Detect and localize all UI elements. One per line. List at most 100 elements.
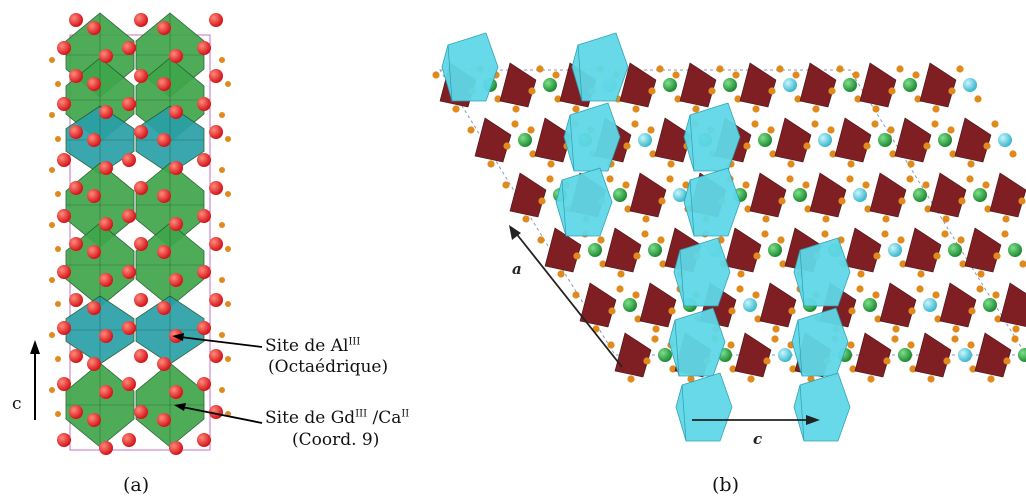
small-atom: [49, 112, 55, 118]
small-atom: [897, 236, 905, 244]
small-atom: [225, 246, 231, 252]
tetrahedron: [894, 117, 932, 163]
small-atom: [947, 126, 955, 134]
small-atom: [219, 222, 225, 228]
small-atom: [912, 71, 920, 79]
cation-atom: [793, 188, 807, 202]
oxygen-atom: [87, 77, 101, 91]
small-atom: [747, 375, 755, 383]
small-atom: [896, 65, 904, 73]
prism-polyhedron: [791, 307, 849, 377]
small-atom: [652, 325, 660, 333]
tetrahedron: [954, 117, 992, 163]
tetrahedron: [739, 62, 777, 108]
oxygen-atom: [87, 245, 101, 259]
small-atom: [687, 375, 695, 383]
oxygen-atom: [99, 441, 113, 455]
small-atom: [1018, 197, 1026, 205]
tetrahedron: [749, 172, 787, 218]
a-axis-arrow-b: [514, 231, 623, 368]
small-atom: [49, 387, 55, 393]
prism-edge: [689, 179, 695, 237]
tetrahedron: [604, 227, 642, 273]
small-atom: [873, 252, 881, 260]
small-atom: [668, 307, 676, 315]
prism-edge: [799, 249, 805, 307]
tetrahedron: [619, 62, 657, 108]
small-atom: [751, 120, 759, 128]
small-atom: [802, 181, 810, 189]
small-atom: [1019, 260, 1026, 268]
small-atom: [219, 387, 225, 393]
tetrahedron: [869, 172, 907, 218]
small-atom: [55, 356, 61, 362]
tetrahedron: [499, 62, 537, 108]
oxygen-atom: [197, 377, 211, 391]
small-atom: [982, 181, 990, 189]
gd-site-pointer-head: [174, 403, 186, 411]
cation-atom: [938, 133, 952, 147]
cation-atom: [983, 298, 997, 312]
tetrahedron: [654, 117, 692, 163]
small-atom: [736, 285, 744, 293]
prism-edge: [797, 319, 803, 377]
small-atom: [546, 175, 554, 183]
small-atom: [573, 252, 581, 260]
al-site-pointer-head: [172, 333, 184, 341]
small-atom: [862, 181, 870, 189]
small-atom: [1012, 325, 1020, 333]
small-atom: [871, 120, 879, 128]
oxygen-atom: [157, 133, 171, 147]
tetrahedron: [534, 117, 572, 163]
oxygen-atom: [122, 209, 136, 223]
caption-b: (b): [712, 474, 739, 496]
cation-atom: [853, 188, 867, 202]
small-atom: [852, 71, 860, 79]
panel-b-structure: [432, 32, 1026, 442]
oxygen-atom: [122, 97, 136, 111]
oxygen-atom: [57, 433, 71, 447]
small-atom: [1011, 335, 1019, 343]
small-atom: [931, 120, 939, 128]
small-atom: [49, 332, 55, 338]
small-atom: [536, 65, 544, 73]
tetrahedron: [919, 62, 957, 108]
oxygen-atom: [69, 125, 83, 139]
oxygen-atom: [209, 13, 223, 27]
small-atom: [667, 160, 675, 168]
oxygen-atom: [209, 349, 223, 363]
small-atom: [922, 181, 930, 189]
oxygen-atom: [69, 181, 83, 195]
small-atom: [967, 160, 975, 168]
cation-atom: [663, 78, 677, 92]
oxygen-atom: [157, 77, 171, 91]
oxygen-atom: [134, 349, 148, 363]
cation-atom: [518, 133, 532, 147]
small-atom: [943, 357, 951, 365]
small-atom: [898, 197, 906, 205]
tetrahedron: [854, 332, 892, 378]
tetrahedron: [859, 62, 897, 108]
oxygen-atom: [157, 413, 171, 427]
small-atom: [503, 142, 511, 150]
cation-atom: [888, 243, 902, 257]
tetrahedron: [834, 117, 872, 163]
small-atom: [882, 215, 890, 223]
oxygen-atom: [122, 433, 136, 447]
small-atom: [811, 120, 819, 128]
small-atom: [219, 277, 225, 283]
a-axis-arrowhead-b: [509, 225, 521, 240]
tetrahedron: [614, 332, 652, 378]
small-atom: [432, 71, 440, 79]
small-atom: [631, 120, 639, 128]
small-atom: [672, 71, 680, 79]
small-atom: [49, 277, 55, 283]
oxygen-atom: [197, 265, 211, 279]
oxygen-atom: [157, 189, 171, 203]
small-atom: [828, 87, 836, 95]
cation-atom: [758, 133, 772, 147]
tetrahedron: [724, 227, 762, 273]
small-atom: [933, 252, 941, 260]
prism-edge: [569, 114, 575, 172]
